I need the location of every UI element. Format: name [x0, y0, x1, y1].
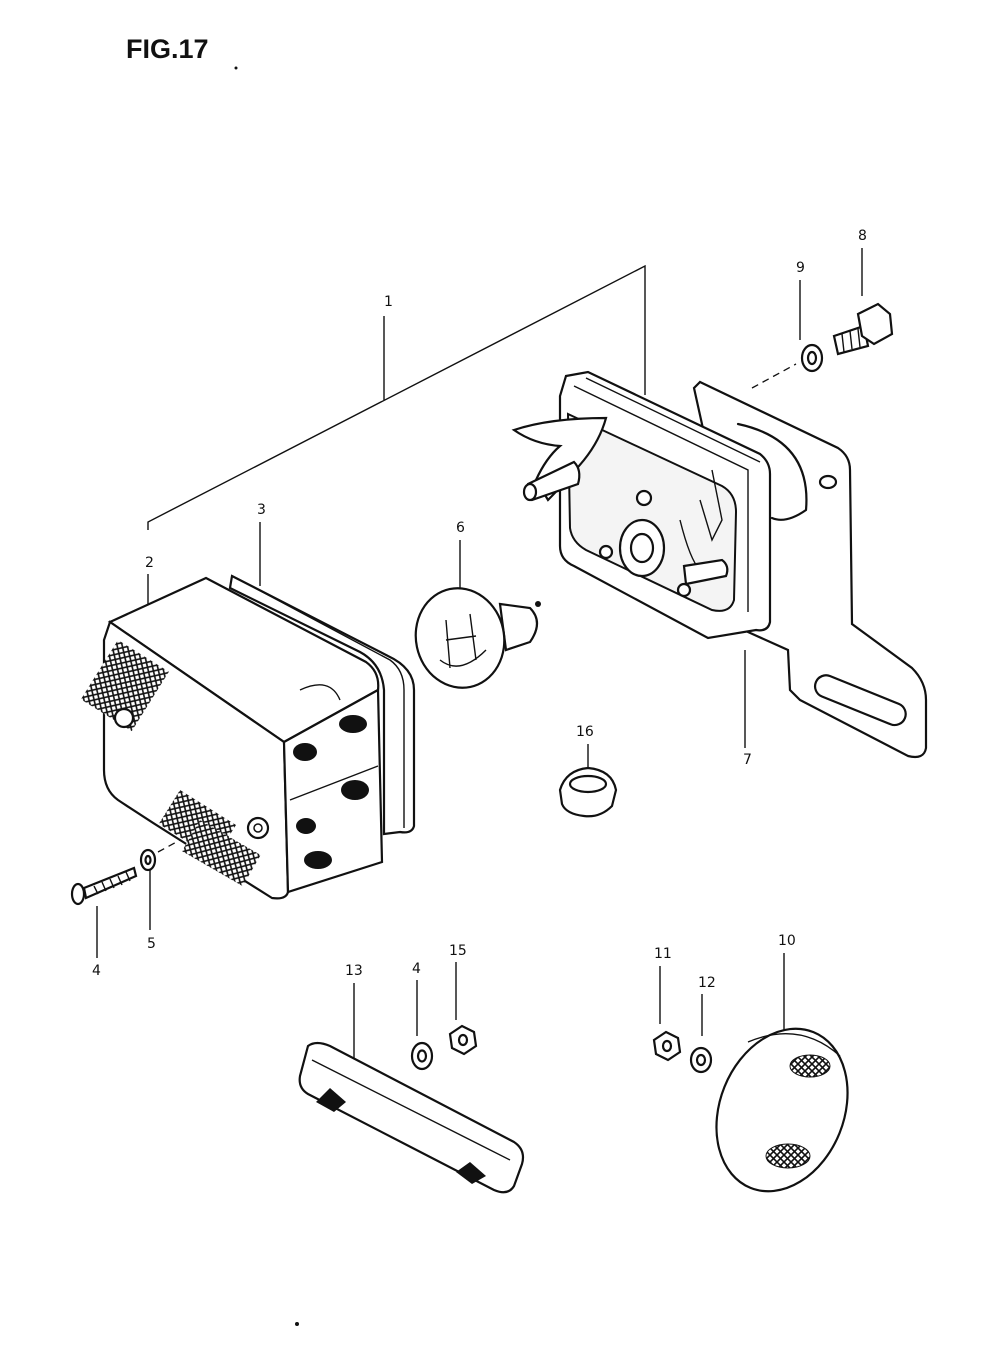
callout-4-screw: 4 [92, 963, 101, 979]
callout-11: 11 [654, 946, 672, 962]
washer-part-4 [410, 1041, 434, 1071]
nut-part-11 [652, 1030, 682, 1062]
lens-housing-part-2 [80, 576, 384, 900]
washer-part-12 [689, 1046, 713, 1074]
leader-lines [96, 248, 863, 1062]
bulb-part-6 [414, 587, 541, 689]
callout-4-washer: 4 [412, 961, 421, 977]
callout-7: 7 [743, 752, 752, 768]
figure-title: FIG.17 [126, 34, 209, 64]
callout-5: 5 [147, 936, 156, 952]
callout-13: 13 [345, 963, 363, 979]
base-bracket-part-7 [511, 370, 928, 759]
callout-10: 10 [778, 933, 796, 949]
callout-12: 12 [698, 975, 716, 991]
nut-part-15 [448, 1024, 478, 1056]
gasket-part-3 [228, 574, 416, 836]
callout-2: 2 [145, 555, 154, 571]
callout-15: 15 [449, 943, 467, 959]
lock-washer-part-9 [800, 343, 824, 373]
reflector-part-13 [298, 1041, 525, 1194]
callout-labels: 1 2 3 4 5 6 7 8 9 10 11 12 13 4 15 16 [92, 228, 867, 991]
round-reflector-part-10 [715, 1027, 849, 1193]
callout-9: 9 [796, 260, 805, 276]
bolt-part-8 [832, 302, 894, 356]
screw-part-4 [70, 866, 138, 906]
callout-6: 6 [456, 520, 465, 536]
callout-1: 1 [384, 294, 393, 310]
callout-3: 3 [257, 502, 266, 518]
callout-16: 16 [576, 724, 594, 740]
callout-8: 8 [858, 228, 867, 244]
washer-part-5 [139, 848, 157, 872]
grommet-part-16 [558, 766, 618, 818]
